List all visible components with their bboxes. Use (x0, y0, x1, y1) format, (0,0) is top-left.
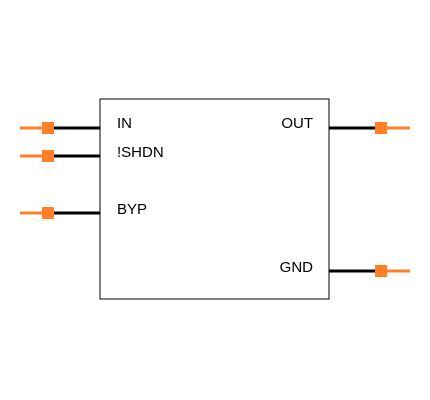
pin-out-label: OUT (281, 115, 313, 132)
pin-gnd: GND (280, 259, 410, 277)
pin-gnd-label: GND (280, 259, 314, 276)
pin-in: IN (20, 115, 132, 134)
pin-byp-label: BYP (117, 201, 147, 218)
pin-shdn-label: !SHDN (117, 144, 164, 161)
pin-in-label: IN (117, 115, 132, 132)
pin-byp: BYP (20, 201, 147, 219)
pin-gnd-marker (375, 265, 387, 277)
pin-byp-marker (42, 207, 54, 219)
pin-shdn: !SHDN (20, 144, 164, 162)
component-body (99, 98, 330, 300)
pin-in-marker (42, 122, 54, 134)
pin-out: OUT (281, 115, 410, 134)
pin-shdn-marker (42, 150, 54, 162)
pin-out-marker (375, 122, 387, 134)
